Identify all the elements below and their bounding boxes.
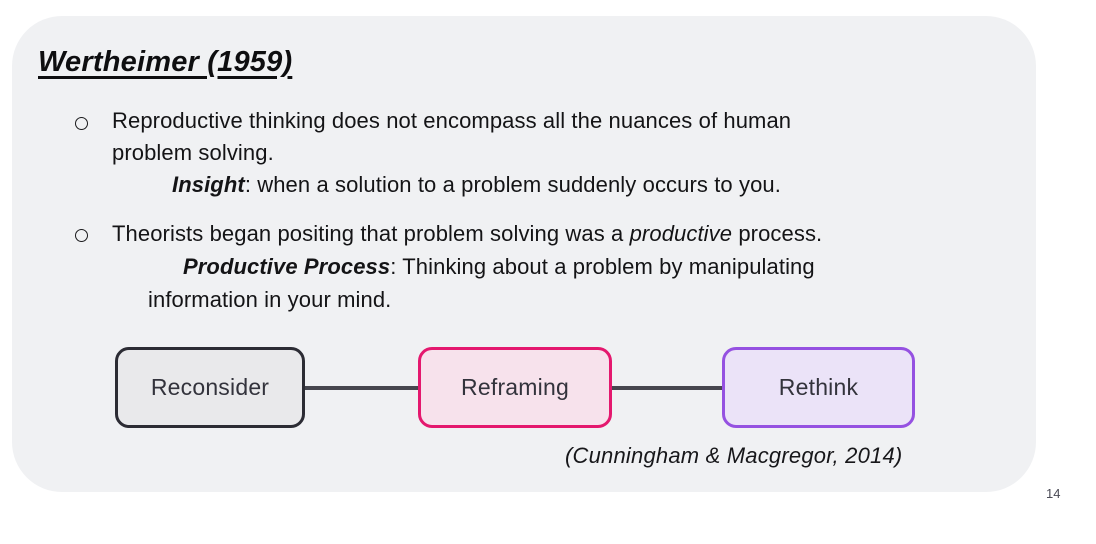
bullet2-text-pre: Theorists began positing that problem so…: [112, 221, 630, 246]
connector-line: [611, 386, 723, 390]
bullet-circle-icon: [75, 229, 88, 242]
productive-italic: productive: [629, 221, 733, 246]
flow-box-rethink: Rethink: [722, 347, 915, 428]
flow-box-reframing: Reframing: [418, 347, 612, 428]
slide-title: Wertheimer (1959): [38, 46, 293, 78]
bullet1-line1: Reproductive thinking does not encompass…: [112, 108, 792, 133]
bullet1-line2: problem solving.: [112, 140, 274, 165]
productive-process-term: Productive Process: [183, 254, 391, 279]
bullet-circle-icon: [75, 117, 88, 130]
bullet2-subline2: information in your mind.: [148, 287, 392, 312]
citation: (Cunningham & Macgregor, 2014): [565, 443, 903, 468]
insight-term: Insight: [172, 172, 245, 197]
flow-box-label: Rethink: [778, 374, 859, 400]
bullet2-line1: Theorists began positing that problem so…: [112, 221, 822, 247]
bullet1-subline: Insight: when a solution to a problem su…: [172, 172, 781, 198]
flow-box-reconsider: Reconsider: [115, 347, 305, 428]
page-number: 14: [1046, 486, 1061, 501]
insight-definition: : when a solution to a problem suddenly …: [244, 172, 781, 197]
productive-process-definition: : Thinking about a problem by manipulati…: [390, 254, 815, 279]
flow-box-label: Reconsider: [150, 374, 270, 400]
flow-box-label: Reframing: [461, 374, 569, 400]
connector-line: [304, 386, 419, 390]
bullet2-text-post: process.: [732, 221, 823, 246]
bullet2-subline1: Productive Process: Thinking about a pro…: [183, 254, 815, 280]
